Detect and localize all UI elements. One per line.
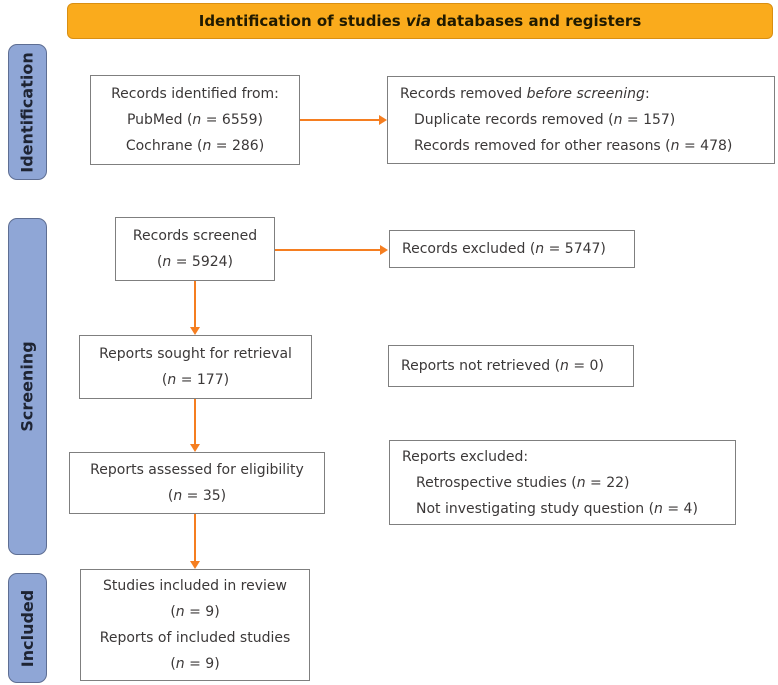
box-line: Records removed for other reasons (n = 4…	[414, 138, 733, 154]
box-line: Reports of included studies	[99, 630, 291, 646]
banner-title: Identification of studies via databases …	[67, 3, 773, 39]
box-studies-included: Studies included in review (n = 9) Repor…	[80, 569, 310, 681]
box-line: Not investigating study question (n = 4)	[416, 500, 698, 517]
stage-label-included: Included	[18, 589, 37, 667]
box-line: (n = 5924)	[156, 254, 234, 270]
box-line: (n = 177)	[161, 372, 230, 388]
box-line: Studies included in review	[103, 578, 287, 594]
box-line: Reports sought for retrieval	[99, 346, 292, 362]
stage-label-identification: Identification	[18, 51, 37, 173]
stage-tab-included: Included	[8, 573, 47, 683]
box-line: (n = 9)	[170, 656, 220, 672]
arrow-head-icon	[190, 444, 200, 452]
box-line: Duplicate records removed (n = 157)	[414, 112, 676, 128]
box-line: Reports not retrieved (n = 0)	[401, 358, 604, 374]
banner-title-text: Identification of studies via databases …	[198, 12, 642, 30]
box-reports-excluded: Reports excluded: Retrospective studies …	[389, 440, 736, 525]
box-line: PubMed (n = 6559)	[126, 112, 264, 128]
box-line: (n = 35)	[167, 488, 227, 504]
box-line: Retrospective studies (n = 22)	[416, 474, 630, 491]
box-line: Records removed before screening:	[400, 86, 650, 102]
box-line: Records excluded (n = 5747)	[402, 241, 606, 257]
arrow-line	[275, 249, 381, 251]
arrow-line	[194, 399, 196, 445]
box-records-identified: Records identified from: PubMed (n = 655…	[90, 75, 300, 165]
stage-tab-identification: Identification	[8, 44, 47, 180]
box-line: Cochrane (n = 286)	[125, 138, 265, 154]
box-line: Reports assessed for eligibility	[90, 462, 304, 478]
box-reports-sought: Reports sought for retrieval (n = 177)	[79, 335, 312, 399]
arrow-head-icon	[190, 561, 200, 569]
box-records-screened: Records screened (n = 5924)	[115, 217, 275, 281]
stage-tab-screening: Screening	[8, 218, 47, 555]
box-reports-not-retrieved: Reports not retrieved (n = 0)	[388, 345, 634, 387]
stage-label-screening: Screening	[18, 341, 38, 432]
arrow-line	[300, 119, 380, 121]
box-line: Records screened	[132, 228, 258, 244]
box-line: Records identified from:	[111, 86, 279, 102]
arrow-head-icon	[379, 115, 387, 125]
box-records-removed: Records removed before screening: Duplic…	[387, 76, 775, 164]
box-line: Reports excluded:	[402, 448, 529, 465]
arrow-head-icon	[380, 245, 388, 255]
arrow-line	[194, 514, 196, 562]
arrow-head-icon	[190, 327, 200, 335]
box-reports-assessed: Reports assessed for eligibility (n = 35…	[69, 452, 325, 514]
box-line: (n = 9)	[170, 604, 220, 620]
box-records-excluded: Records excluded (n = 5747)	[389, 230, 635, 268]
arrow-line	[194, 281, 196, 328]
